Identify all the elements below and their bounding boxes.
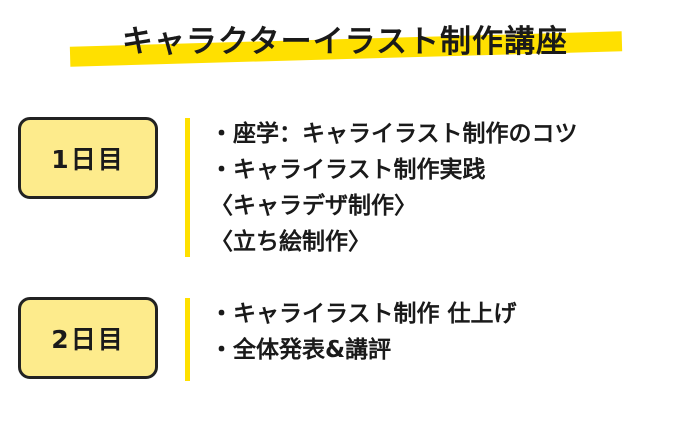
day-2-item: ・キャライラスト制作 仕上げ	[210, 301, 517, 327]
day-2-schedule-list: ・キャライラスト制作 仕上げ ・全体発表&講評	[210, 296, 517, 368]
course-title: キャラクターイラスト制作講座	[121, 24, 569, 60]
day-2-divider-bar	[185, 298, 190, 381]
day-1-item: 〈キャラデザ制作〉	[210, 193, 417, 219]
day-1-item: ・座学：キャライラスト制作のコツ	[210, 121, 578, 147]
day-1-item: ・キャライラスト制作実践	[210, 157, 486, 183]
course-title-banner: キャラクターイラスト制作講座	[0, 14, 690, 84]
day-2-label-box: 2日目	[18, 297, 158, 379]
day-1-label: 1日目	[51, 145, 125, 174]
day-1-label-box: 1日目	[18, 117, 158, 199]
day-1-item: 〈立ち絵制作〉	[210, 229, 371, 255]
day-1-schedule-list: ・座学：キャライラスト制作のコツ ・キャライラスト制作実践 〈キャラデザ制作〉 …	[210, 116, 578, 260]
day-2-item: ・全体発表&講評	[210, 337, 392, 363]
day-1-divider-bar	[185, 118, 190, 257]
day-2-label: 2日目	[51, 325, 125, 354]
